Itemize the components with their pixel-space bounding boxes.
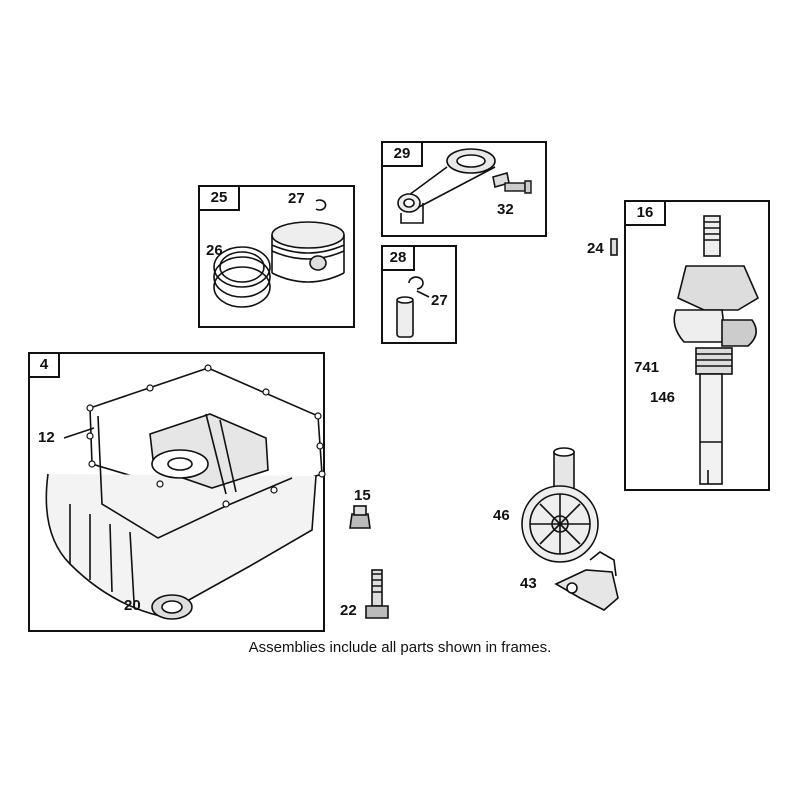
assembly-frame-4: 4 12 20	[28, 352, 326, 632]
callout-24: 24	[587, 240, 604, 257]
crankcase-drawing	[45, 364, 326, 620]
callout-27: 27	[288, 190, 305, 207]
callout-20: 20	[124, 597, 141, 614]
callout-146: 146	[650, 389, 676, 406]
assembly-frame-16: 16 741 146	[624, 200, 770, 491]
crankshaft-drawing	[673, 215, 760, 485]
frame-number-16: 16	[624, 200, 666, 226]
wrist-pin-drawing	[396, 276, 430, 338]
frame-number-28: 28	[381, 245, 415, 271]
callout-15: 15	[354, 487, 371, 504]
callout-27-pin-clip: 27	[431, 292, 448, 309]
frame-number-29: 29	[381, 141, 423, 167]
assembly-frame-29: 29 32	[381, 141, 547, 237]
callout-46: 46	[493, 507, 510, 524]
assembly-frame-28: 28 27	[381, 245, 457, 344]
piston-drawing	[213, 199, 345, 308]
callout-741: 741	[634, 359, 660, 376]
callout-32: 32	[497, 201, 514, 218]
callout-12: 12	[38, 429, 55, 446]
diagram-caption: Assemblies include all parts shown in fr…	[248, 639, 552, 656]
callout-22: 22	[340, 602, 357, 619]
callout-43: 43	[520, 575, 537, 592]
callout-26: 26	[206, 242, 223, 259]
assembly-frame-25: 25 27 26	[198, 185, 355, 328]
connecting-rod-drawing	[397, 148, 532, 224]
frame-number-4: 4	[28, 352, 60, 378]
frame-number-25: 25	[198, 185, 240, 211]
